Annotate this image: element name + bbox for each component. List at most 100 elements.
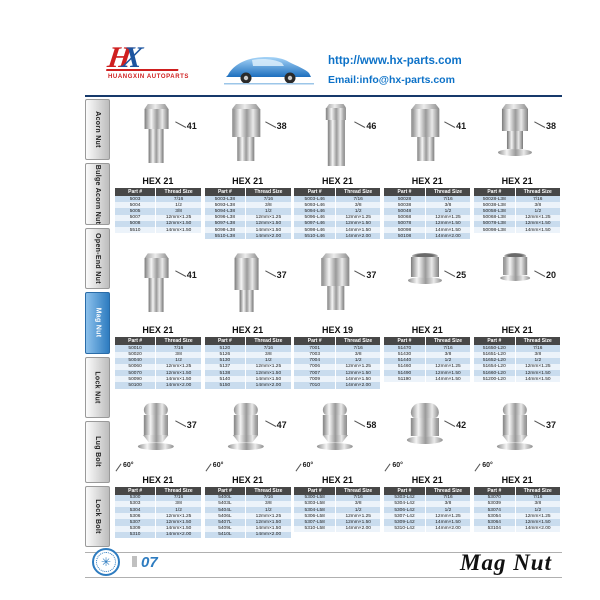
part-number-cell: 51440 — [384, 357, 426, 364]
thread-size-cell: 12mm×1.25 — [155, 363, 201, 371]
thread-size-cell: 1/2 — [334, 357, 381, 364]
part-number-cell: 5307-L58 — [294, 519, 336, 526]
part-number-cell: 5303 — [114, 500, 156, 508]
thread-size-cell: 12mm×1.25 — [514, 363, 561, 371]
nut-part-dome — [233, 402, 258, 415]
sidebar-item-open-end-nut[interactable]: Open-End Nut — [85, 227, 110, 290]
part-number-cell: 5510-L46 — [294, 233, 336, 240]
nut-part-hex — [233, 414, 258, 435]
part-number-cell: 5096-L38 — [204, 214, 246, 221]
thread-size-cell: 1/2 — [155, 507, 201, 514]
logo-letter-x: X — [120, 41, 145, 74]
part-number-cell: 53039 — [474, 500, 515, 508]
section-title: Mag Nut — [460, 550, 552, 575]
thread-size-cell: 12mm×1.25 — [424, 363, 471, 371]
sidebar-item-mag-nut[interactable]: Mag Nut — [85, 292, 110, 354]
nut-illustration: 41 — [382, 99, 472, 175]
thread-size-cell: 14mm×2.00 — [424, 233, 471, 240]
nut-part-cap — [502, 104, 529, 109]
part-number-column-header: Part # — [294, 337, 336, 346]
sidebar-item-acorn-nut[interactable]: Acorn Nut — [85, 99, 110, 161]
part-number-column-header: Part # — [114, 337, 156, 346]
thread-size-cell: 14mm×2.00 — [334, 233, 381, 240]
nut-part-washer — [496, 442, 533, 450]
nut-part-taper — [501, 434, 528, 443]
thread-size-column-header: Thread Size — [245, 486, 291, 495]
thread-size-cell: 12mm×1.50 — [245, 220, 291, 227]
thread-size-cell: 12mm×1.50 — [514, 519, 561, 526]
part-number-cell: 5094-L38 — [204, 208, 246, 215]
part-number-cell: 5094-L46 — [294, 208, 336, 215]
page-number: 07 — [132, 554, 158, 571]
part-number-cell: 5140 — [204, 376, 246, 383]
thread-size-column-header: Thread Size — [424, 486, 471, 495]
part-number-column-header: Part # — [114, 188, 156, 196]
nut-part-cap — [411, 104, 440, 109]
nut-part-shank — [148, 278, 164, 313]
thread-size-cell: 3/8 — [514, 351, 561, 358]
part-number-cell: 5300 — [114, 494, 156, 501]
nut-illustration: 41 — [113, 99, 203, 175]
part-number-cell: 5407L — [204, 519, 246, 526]
website-link[interactable]: http://www.hx-parts.com — [328, 55, 462, 67]
thread-size-column-header: Thread Size — [334, 486, 381, 495]
part-number-cell: 50058-L38 — [474, 208, 515, 215]
dimension-label: 58 — [366, 419, 377, 430]
thread-size-cell: 3/8 — [424, 500, 471, 508]
header-divider — [85, 95, 562, 97]
part-number-cell: 5410L — [204, 531, 246, 538]
sidebar-item-bulge-acorn-nut[interactable]: Bulge Acorn Nut — [85, 163, 110, 225]
hex-size-label: HEX 21 — [501, 176, 533, 186]
thread-size-cell: 14mm×1.50 — [514, 376, 561, 383]
part-number-cell: 5138 — [204, 370, 246, 377]
thread-size-cell: 1/2 — [334, 208, 381, 215]
email-link[interactable]: Email:info@hx-parts.com — [328, 74, 455, 86]
part-number-cell: 5300-L58 — [294, 494, 336, 501]
sidebar-item-lock-bolt[interactable]: Lock Bolt — [85, 485, 110, 547]
thread-size-cell: 12mm×1.25 — [334, 513, 381, 520]
thread-size-cell: 14mm×1.50 — [334, 376, 381, 383]
footer-rule-top — [85, 552, 562, 553]
nut-illustration: 38 — [472, 99, 562, 175]
part-number-cell: 50108 — [384, 233, 426, 240]
nut-part-dome — [411, 402, 440, 418]
part-number-cell: 5304 — [114, 507, 156, 514]
table-header-row: Part #Thread Size — [114, 337, 201, 346]
hex-size-label: HEX 21 — [142, 176, 174, 186]
thread-size-cell: 12mm×1.50 — [334, 519, 381, 526]
thread-size-cell: 12mm×1.50 — [334, 220, 381, 227]
nut-illustration: 25 — [382, 248, 472, 324]
part-number-cell: 5130 — [204, 357, 246, 364]
sidebar-item-lug-bolt[interactable]: Lug Bolt — [85, 421, 110, 483]
part-number-column-header: Part # — [114, 486, 156, 495]
part-number-cell: 5003-L46 — [294, 196, 336, 203]
part-number-cell: 5406L — [204, 513, 246, 520]
nut-part-taper — [322, 434, 349, 443]
thread-size-cell: 14mm×1.50 — [155, 226, 201, 234]
badge-glyph-icon: ✳ — [100, 555, 112, 569]
sidebar-item-lock-nut[interactable]: Lock Nut — [85, 356, 110, 419]
part-number-cell: 5307 — [114, 519, 156, 526]
part-number-cell: 50078-L38 — [474, 220, 515, 227]
